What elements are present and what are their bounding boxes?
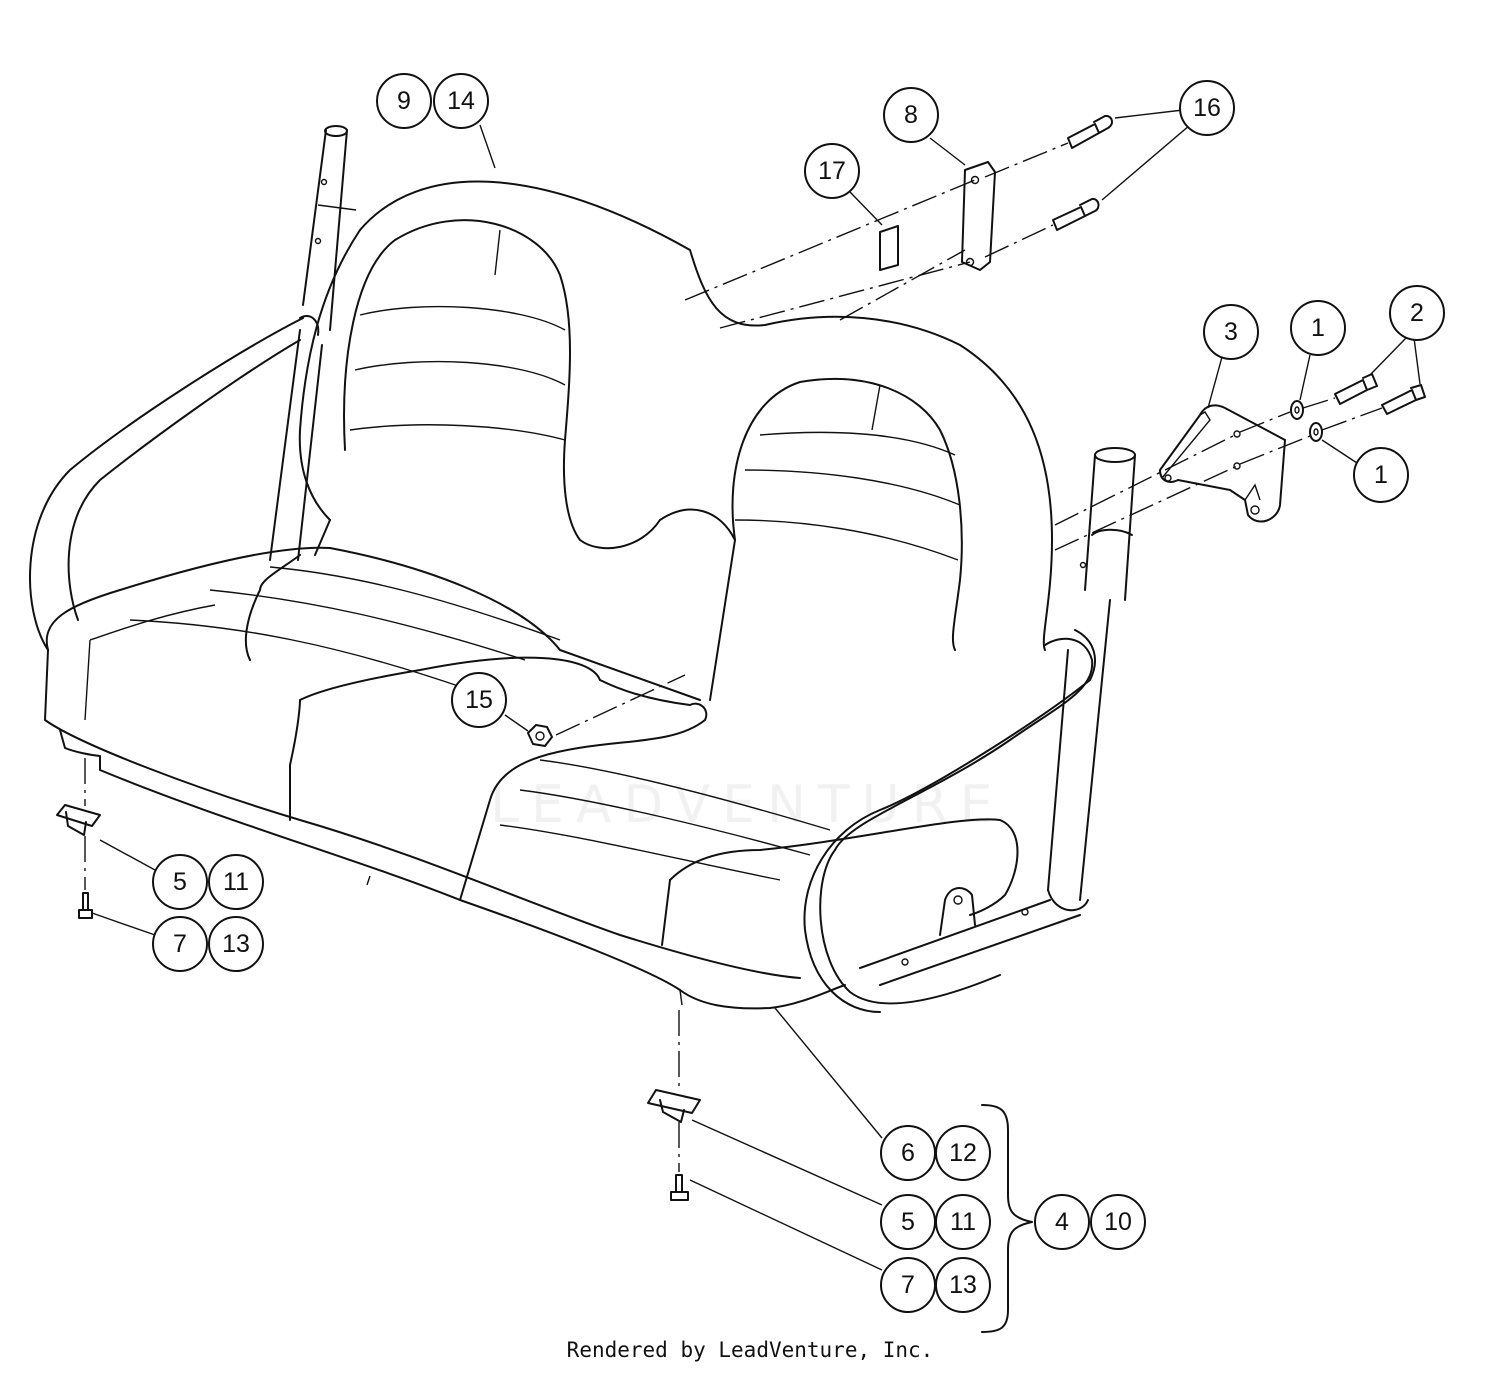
callout-15: 15 [451, 672, 507, 728]
label-17 [879, 225, 899, 271]
callout-11-left: 11 [208, 854, 264, 910]
leader-lines [91, 109, 1421, 1333]
callout-8: 8 [883, 87, 939, 143]
svg-text:15: 15 [465, 686, 493, 714]
bracket-3 [1159, 404, 1286, 523]
svg-text:5: 5 [901, 1208, 915, 1236]
seat-cushion [44, 546, 1019, 1010]
svg-text:14: 14 [447, 87, 475, 115]
callout-16: 16 [1179, 80, 1235, 136]
svg-text:1: 1 [1374, 461, 1388, 489]
svg-text:7: 7 [173, 930, 187, 958]
svg-text:16: 16 [1193, 94, 1221, 122]
callout-4: 4 [1034, 1194, 1090, 1250]
nut-15 [527, 724, 553, 747]
svg-text:13: 13 [949, 1271, 977, 1299]
callout-5-right: 5 [880, 1194, 936, 1250]
footer-credit: Rendered by LeadVenture, Inc. [566, 1338, 934, 1362]
assembly-lines [84, 142, 1383, 1172]
svg-text:2: 2 [1410, 299, 1424, 327]
seat-back [298, 180, 1053, 701]
svg-text:12: 12 [949, 1139, 977, 1167]
callout-3: 3 [1203, 304, 1259, 360]
svg-text:3: 3 [1224, 318, 1238, 346]
callout-9: 9 [376, 73, 432, 129]
screw-right [670, 1174, 689, 1201]
svg-text:8: 8 [904, 101, 918, 129]
svg-text:6: 6 [901, 1139, 915, 1167]
callout-10: 10 [1090, 1194, 1146, 1250]
callout-5-left: 5 [152, 854, 208, 910]
clip-right [647, 1089, 701, 1123]
callout-7-left: 7 [152, 916, 208, 972]
svg-text:13: 13 [222, 930, 250, 958]
svg-text:1: 1 [1311, 314, 1325, 342]
bolts-2 [1334, 373, 1426, 415]
bolt-16-lower [1052, 197, 1100, 231]
bolt-16-upper [1067, 114, 1113, 149]
callout-12: 12 [935, 1125, 991, 1181]
callout-1-top: 1 [1290, 300, 1346, 356]
clip-left [56, 804, 101, 836]
svg-text:9: 9 [397, 87, 411, 115]
callout-14: 14 [433, 73, 489, 129]
svg-text:4: 4 [1055, 1208, 1069, 1236]
svg-text:11: 11 [950, 1208, 976, 1236]
svg-text:7: 7 [901, 1271, 915, 1299]
svg-text:17: 17 [818, 157, 846, 185]
callout-17: 17 [804, 143, 860, 199]
callout-7-right: 7 [880, 1257, 936, 1313]
callout-13-right: 13 [935, 1257, 991, 1313]
mounting-plate [961, 161, 996, 271]
callout-13-left: 13 [208, 916, 264, 972]
svg-text:11: 11 [223, 868, 249, 896]
svg-text:5: 5 [173, 868, 187, 896]
callout-11-right: 11 [935, 1194, 991, 1250]
washers-1 [1290, 400, 1323, 442]
seat-frame [29, 125, 1136, 1013]
callout-1-bottom: 1 [1353, 447, 1409, 503]
callout-6: 6 [880, 1125, 936, 1181]
callout-2: 2 [1389, 285, 1445, 341]
screw-left [78, 892, 93, 919]
svg-text:10: 10 [1104, 1208, 1132, 1236]
